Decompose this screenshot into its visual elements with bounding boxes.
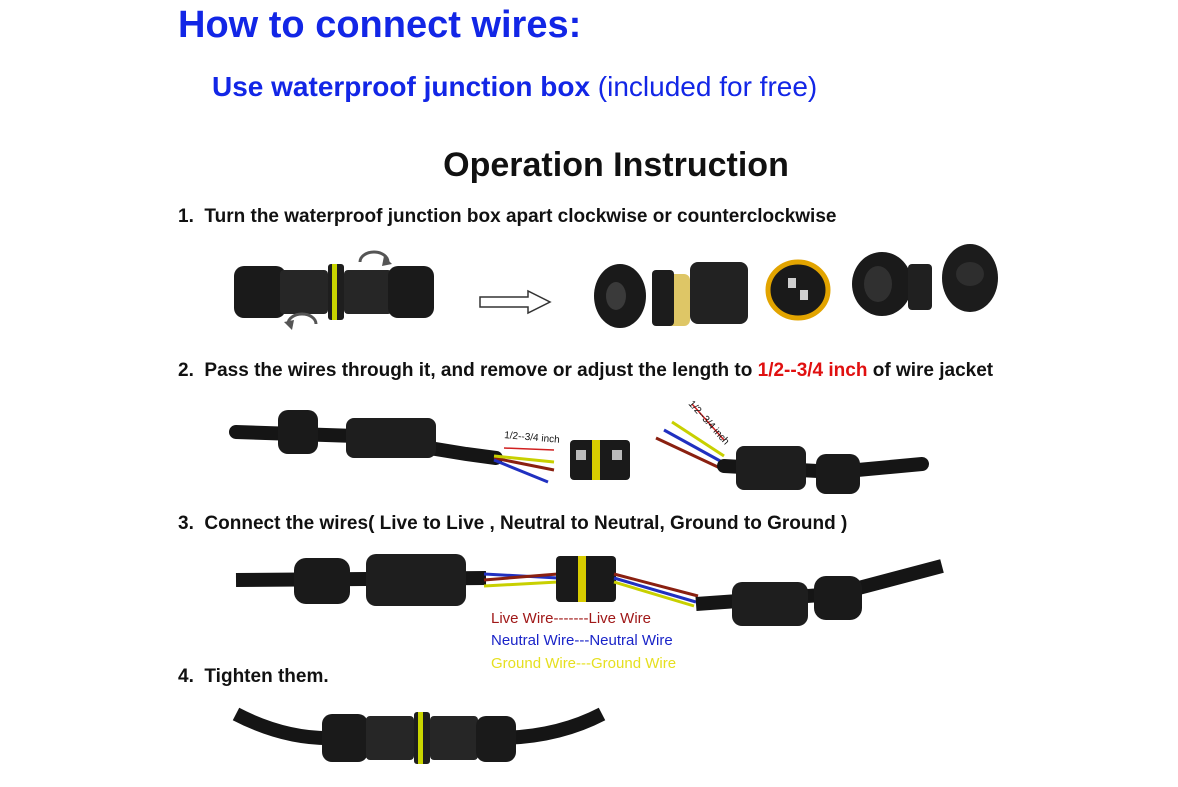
terminal-screw-a	[576, 450, 586, 460]
step-2-text-after: of wire jacket	[867, 360, 994, 381]
cap-right	[388, 266, 434, 318]
wire-prep-illustration: 1/2--3/4 inch 1/2--3/4 inch	[229, 399, 929, 494]
legend-live: Live Wire-------Live Wire	[491, 610, 651, 627]
rotate-arrow-bottom-icon	[286, 312, 318, 325]
wire-connection-illustration	[235, 554, 944, 626]
measure-line-right	[691, 403, 725, 441]
body-right-3	[732, 582, 808, 626]
measure-label-right: 1/2--3/4 inch	[686, 399, 731, 448]
part-cap-1-hole	[606, 282, 626, 310]
subtitle-bold: Use waterproof junction box	[212, 71, 591, 102]
body-right-4	[430, 716, 478, 760]
legend-neutral: Neutral Wire---Neutral Wire	[491, 632, 673, 649]
rotate-arrow-top-head	[382, 256, 392, 266]
part-cap-2-hole	[956, 262, 984, 286]
step-4-text: Tighten them.	[204, 666, 329, 687]
step-2-number: 2.	[178, 360, 194, 381]
subtitle-rest: (included for free)	[590, 71, 818, 102]
terminal-screw-2	[800, 290, 808, 300]
wire-brown	[493, 456, 555, 472]
cable-left-body	[346, 418, 436, 458]
body-right	[344, 270, 392, 314]
right-arrow-icon	[479, 289, 552, 315]
rotate-arrow-top-icon	[358, 250, 390, 263]
measure-line-left	[503, 447, 555, 451]
assembled-junction-box-illustration	[234, 250, 434, 330]
subtitle: Use waterproof junction box (included fo…	[212, 71, 817, 103]
wire-blue	[493, 458, 549, 484]
wire-blue-right	[663, 428, 723, 464]
page-title: How to connect wires:	[178, 4, 582, 46]
wire-brown-3b	[613, 572, 699, 598]
part-seal-ring	[765, 259, 831, 321]
body-left-4	[366, 716, 414, 760]
step-3-number: 3.	[178, 513, 194, 534]
terminal-screw-b	[612, 450, 622, 460]
part-gland-2	[908, 264, 932, 310]
step-1: 1. Turn the waterproof junction box apar…	[178, 206, 836, 228]
step-2-text-before: Pass the wires through it, and remove or…	[204, 360, 758, 381]
step-2: 2. Pass the wires through it, and remove…	[178, 360, 993, 382]
wire-yellow-3	[483, 580, 559, 588]
wire-yellow-3b	[613, 580, 695, 608]
cap-left	[234, 266, 286, 318]
yellow-seal	[332, 264, 337, 320]
part-body-1	[690, 262, 748, 324]
step-2-highlight: 1/2--3/4 inch	[757, 360, 868, 381]
step-1-text: Turn the waterproof junction box apart c…	[204, 206, 837, 227]
rotate-arrow-bottom-head	[284, 320, 294, 330]
cable-left-cap	[278, 410, 318, 454]
instruction-title: Operation Instruction	[443, 146, 789, 184]
measure-label-right-group: 1/2--3/4 inch	[686, 399, 731, 448]
disassembled-parts-illustration	[594, 244, 998, 328]
step-4: 4. Tighten them.	[178, 666, 329, 688]
wire-yellow-right	[671, 420, 725, 458]
wire-blue-3b	[613, 576, 697, 604]
cap-left-3	[294, 558, 350, 604]
cap-left-4	[322, 714, 368, 762]
measure-label-left: 1/2--3/4 inch	[504, 430, 560, 446]
cable-right-cap	[816, 454, 860, 494]
measure-label-left-group: 1/2--3/4 inch	[504, 430, 560, 446]
part-terminal-block	[768, 262, 828, 318]
legend-ground: Ground Wire---Ground Wire	[491, 655, 677, 672]
wire-brown-3	[483, 572, 559, 582]
wire-brown-right	[655, 436, 721, 470]
seal-4	[418, 712, 423, 764]
wire-yellow	[493, 454, 555, 464]
cable-right-body	[736, 446, 806, 490]
step-1-number: 1.	[178, 206, 194, 227]
terminal-seal-3	[578, 556, 586, 602]
cap-right-4	[476, 716, 516, 762]
step-4-number: 4.	[178, 666, 194, 687]
step-3-text: Connect the wires( Live to Live , Neutra…	[204, 513, 848, 534]
arrow-outline	[479, 289, 552, 315]
step-3: 3. Connect the wires( Live to Live , Neu…	[178, 513, 847, 535]
tightened-box-illustration	[232, 707, 606, 764]
cap-right-3	[814, 576, 862, 620]
part-gland	[652, 270, 674, 326]
terminal-seal	[592, 440, 600, 480]
body-left	[280, 270, 328, 314]
terminal-screw-1	[788, 278, 796, 288]
part-body-2-hole	[864, 266, 892, 302]
body-left-3	[366, 554, 466, 606]
